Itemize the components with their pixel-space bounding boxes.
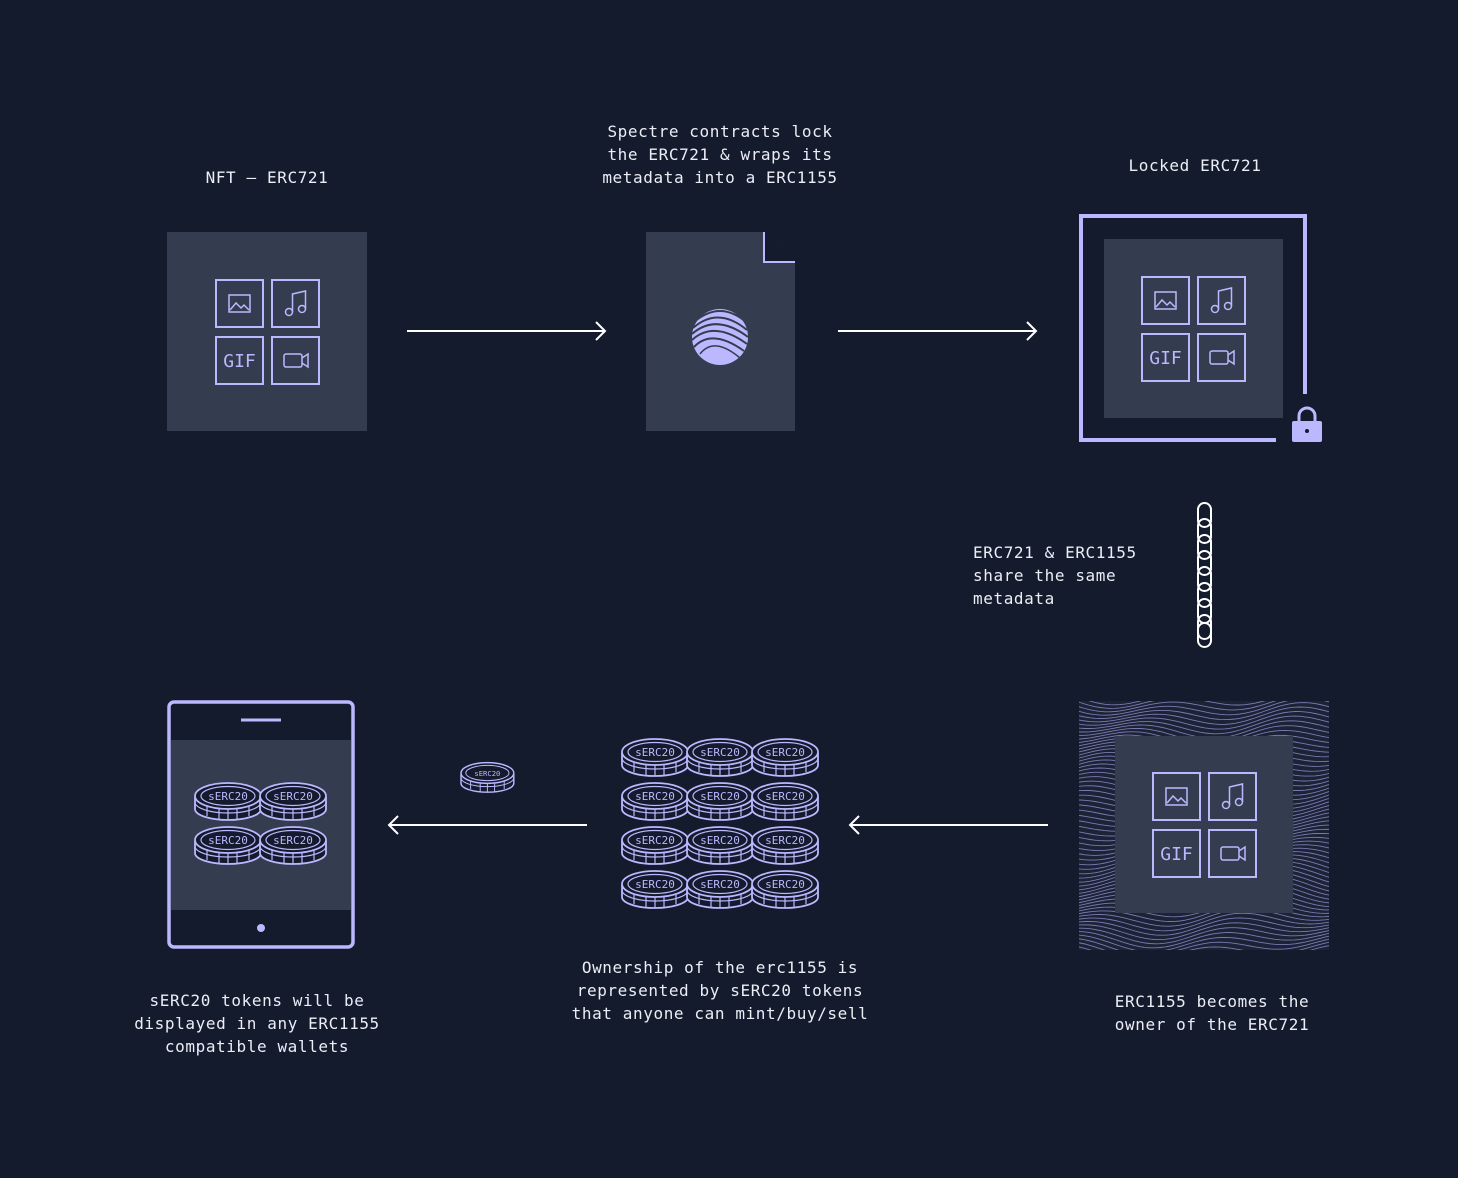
token-label: sERC20 — [700, 834, 740, 847]
arrow-right-2 — [838, 321, 1038, 341]
gif-label: GIF — [223, 351, 256, 372]
serc20-token-grid: sERC20 sERC20 sERC20 sERC20 sERC20 sERC20 sERC… — [621, 738, 819, 909]
chain-icon — [1197, 502, 1212, 648]
token-label: sERC20 — [273, 790, 313, 803]
serc20-token: sERC20 — [259, 782, 327, 821]
caption-ownership: Ownership of the erc1155 is represented … — [571, 958, 869, 1023]
serc20-token: sERC20 — [621, 870, 689, 909]
spectre-logo-icon — [691, 309, 749, 365]
serc20-token: sERC20 — [621, 826, 689, 865]
caption-wallet: sERC20 tokens will be displayed in any E… — [134, 991, 380, 1056]
arrow-right-1 — [407, 321, 607, 341]
serc20-token: sERC20 — [621, 782, 689, 821]
erc1155-card: GIF — [1079, 701, 1329, 950]
token-label: sERC20 — [765, 746, 805, 759]
serc20-token: sERC20 — [621, 738, 689, 777]
caption-locked: Locked ERC721 — [1128, 156, 1262, 175]
serc20-token: sERC20 — [686, 738, 754, 777]
serc20-token: sERC20 — [686, 826, 754, 865]
gif-label-locked: GIF — [1149, 348, 1182, 369]
token-label: sERC20 — [273, 834, 313, 847]
token-label: sERC20 — [474, 769, 500, 778]
serc20-token: sERC20 — [194, 782, 262, 821]
token-label: sERC20 — [700, 878, 740, 891]
nft-card: GIF — [167, 232, 367, 431]
caption-spectre: Spectre contracts lock the ERC721 & wrap… — [602, 122, 838, 187]
serc20-token: sERC20 — [686, 782, 754, 821]
token-label: sERC20 — [635, 790, 675, 803]
arrow-left-2 — [387, 815, 587, 835]
spectre-document — [646, 232, 795, 431]
locked-erc721: GIF — [1079, 214, 1322, 442]
token-label: sERC20 — [208, 790, 248, 803]
serc20-token: sERC20 — [686, 870, 754, 909]
serc20-single-token: sERC20 — [460, 761, 515, 793]
serc20-token: sERC20 — [751, 782, 819, 821]
gif-label-erc1155: GIF — [1160, 844, 1193, 865]
token-label: sERC20 — [700, 790, 740, 803]
serc20-token: sERC20 — [751, 826, 819, 865]
caption-owner: ERC1155 becomes the owner of the ERC721 — [1114, 992, 1310, 1034]
token-label: sERC20 — [765, 878, 805, 891]
token-label: sERC20 — [765, 834, 805, 847]
caption-nft: NFT – ERC721 — [205, 168, 329, 187]
caption-share-metadata: ERC721 & ERC1155 share the same metadata — [973, 543, 1137, 608]
lock-icon — [1292, 406, 1322, 442]
token-label: sERC20 — [635, 878, 675, 891]
token-label: sERC20 — [208, 834, 248, 847]
serc20-token: sERC20 — [259, 826, 327, 865]
serc20-token: sERC20 — [751, 738, 819, 777]
token-label: sERC20 — [635, 834, 675, 847]
serc20-token: sERC20 — [751, 870, 819, 909]
token-label: sERC20 — [700, 746, 740, 759]
wallet-tablet: sERC20 sERC20 sERC20 sERC20 — [167, 700, 355, 949]
arrow-left-1 — [848, 815, 1048, 835]
token-label: sERC20 — [765, 790, 805, 803]
serc20-token: sERC20 — [194, 826, 262, 865]
token-label: sERC20 — [635, 746, 675, 759]
